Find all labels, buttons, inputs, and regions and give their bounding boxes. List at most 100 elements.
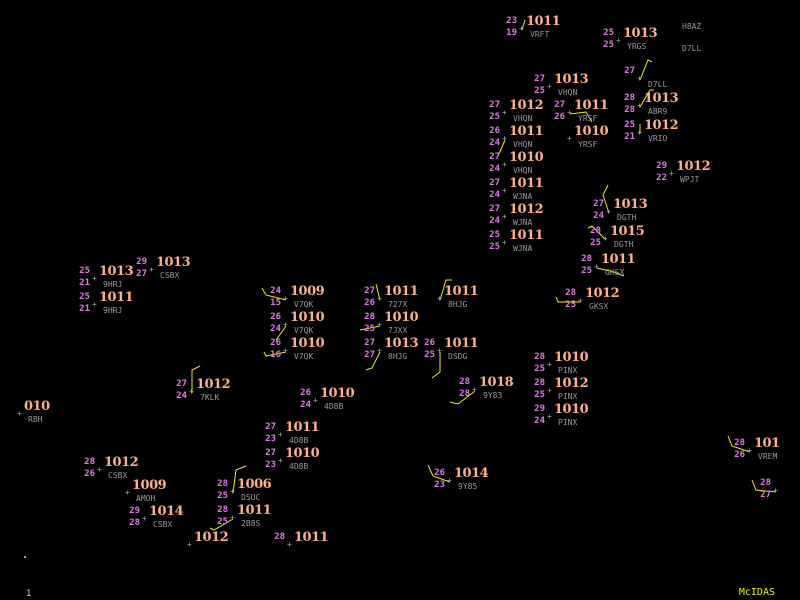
dewpoint: 24 — [489, 216, 500, 226]
dewpoint: 24 — [176, 391, 187, 401]
temperature: 27 — [364, 286, 375, 296]
station-marker: + — [502, 212, 507, 221]
wind-barb — [431, 352, 441, 379]
station-id: DGTH — [617, 213, 637, 222]
temperature: 25 — [603, 28, 614, 38]
station-id: 4D8B — [324, 402, 344, 411]
station-marker: + — [377, 320, 382, 329]
wind-barb — [727, 435, 751, 453]
temperature: 27 — [265, 448, 276, 458]
station-id: 9Y85 — [458, 482, 478, 491]
station-id: PINX — [558, 418, 578, 427]
wind-barb — [639, 59, 653, 81]
pressure: 1010 — [574, 124, 609, 139]
station-marker: + — [472, 385, 477, 394]
pressure: 1011 — [294, 530, 329, 545]
pressure: 1009 — [132, 478, 167, 493]
station-id: YRSF — [578, 114, 598, 123]
station-marker: + — [547, 386, 552, 395]
station-id: 9Y83 — [483, 391, 503, 400]
station-id: DGTH — [614, 240, 634, 249]
temperature: 28 — [534, 352, 545, 362]
temperature: 27 — [176, 379, 187, 389]
wind-barb — [449, 390, 476, 405]
wind-barb — [569, 111, 593, 123]
dewpoint: 24 — [593, 211, 604, 221]
temperature: 29 — [534, 404, 545, 414]
mcidas-logo: McIDAS — [738, 587, 775, 598]
station-id: GKSX — [589, 302, 609, 311]
pressure: 1010 — [554, 402, 589, 417]
temperature: 27 — [489, 204, 500, 214]
dewpoint: 25 — [534, 364, 545, 374]
dewpoint: 24 — [489, 164, 500, 174]
dewpoint: 28 — [459, 389, 470, 399]
wind-barb — [751, 479, 777, 493]
dewpoint: 24 — [300, 400, 311, 410]
temperature: 28 — [565, 288, 576, 298]
station-marker: + — [230, 487, 235, 496]
temperature: 27 — [554, 100, 565, 110]
wind-barb — [427, 464, 451, 483]
station-id: DSDG — [448, 352, 468, 361]
pressure: 1011 — [574, 98, 609, 113]
station-id: 727X — [388, 300, 408, 309]
temperature: 24 — [270, 286, 281, 296]
station-marker: + — [283, 294, 288, 303]
temperature: 28 — [364, 312, 375, 322]
station-id: VHQN — [513, 166, 533, 175]
station-marker: + — [278, 456, 283, 465]
dewpoint: 27 — [760, 490, 771, 500]
pressure: 1011 — [444, 284, 479, 299]
station-marker: + — [97, 465, 102, 474]
frame-number: 1 — [26, 589, 32, 599]
wind-barb — [191, 365, 201, 393]
wind-barb — [365, 351, 381, 371]
station-id: WJNA — [513, 218, 533, 227]
station-marker: + — [637, 74, 642, 83]
station-marker: + — [287, 540, 292, 549]
pressure: 1015 — [610, 224, 645, 239]
dewpoint: 25 — [534, 390, 545, 400]
station-marker: + — [447, 476, 452, 485]
station-id: ABR9 — [648, 107, 668, 116]
station-id: VHQN — [558, 88, 578, 97]
temperature: 27 — [489, 152, 500, 162]
dewpoint: 24 — [534, 416, 545, 426]
station-marker: + — [283, 346, 288, 355]
pressure: 1010 — [290, 310, 325, 325]
station-id: 9HRJ — [103, 280, 123, 289]
station-id: WJNA — [513, 244, 533, 253]
station-id: 8HJG — [388, 352, 408, 361]
temperature: 27 — [593, 199, 604, 209]
station-id: VHQN — [513, 114, 533, 123]
station-marker: + — [567, 108, 572, 117]
dewpoint: 23 — [265, 460, 276, 470]
temperature: 25 — [624, 120, 635, 130]
station-marker: + — [616, 36, 621, 45]
station-marker: + — [603, 234, 608, 243]
dewpoint: 19 — [506, 28, 517, 38]
dewpoint: 27 — [364, 350, 375, 360]
pressure: 1013 — [384, 336, 419, 351]
station-id: GKSX — [605, 268, 625, 277]
station-marker: + — [594, 262, 599, 271]
pressure: 1012 — [644, 118, 679, 133]
station-id: 9HRJ — [103, 306, 123, 315]
station-marker: + — [437, 346, 442, 355]
station-marker: + — [502, 238, 507, 247]
dewpoint: 22 — [656, 173, 667, 183]
temperature: 26 — [270, 338, 281, 348]
dewpoint: 26 — [734, 450, 745, 460]
dewpoint: 25 — [489, 242, 500, 252]
station-id: YRSF — [578, 140, 598, 149]
dewpoint: 25 — [217, 491, 228, 501]
temperature: 25 — [79, 266, 90, 276]
station-id: YRGS — [627, 42, 647, 51]
station-marker: + — [502, 160, 507, 169]
station-marker: + — [567, 134, 572, 143]
dewpoint: 25 — [581, 266, 592, 276]
station-id: V7QK — [294, 300, 314, 309]
